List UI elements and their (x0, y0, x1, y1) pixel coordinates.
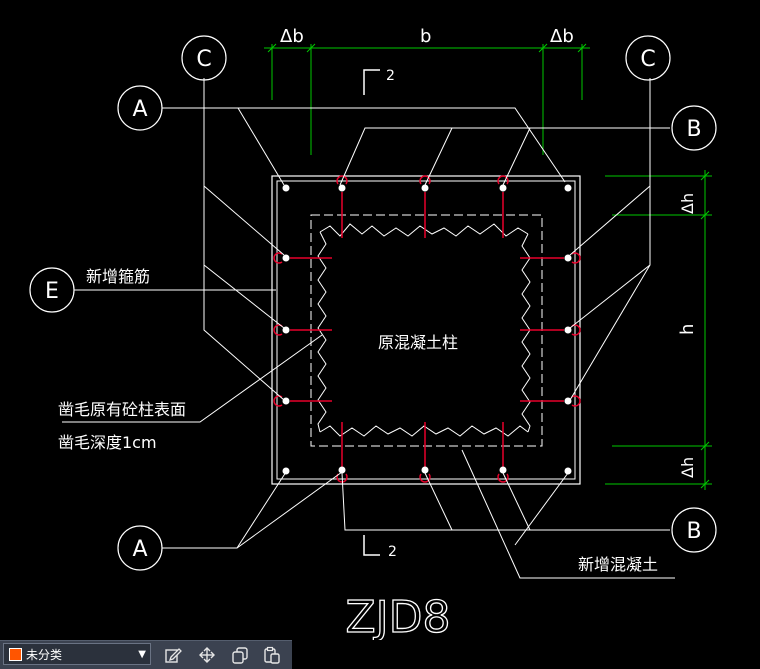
callout-a-top: A (117, 85, 163, 131)
corner-rebars (282, 184, 572, 475)
dim-b: b (420, 26, 431, 47)
top-dimension (264, 43, 590, 155)
left-rebars (273, 252, 332, 407)
bottom-toolbar: 未分类 ▼ (0, 640, 292, 669)
roughened-surface-bottom (319, 425, 529, 437)
dim-delta-b-left: Δb (280, 26, 304, 47)
section-mark-top (363, 69, 380, 95)
layer-dropdown[interactable]: 未分类 ▼ (3, 643, 151, 665)
layer-name: 未分类 (26, 647, 63, 662)
dim-delta-h-bottom: Δh (678, 457, 697, 478)
right-rebars (520, 252, 581, 407)
dim-h: h (677, 324, 698, 335)
paste-button[interactable] (261, 645, 283, 665)
roughened-surface-right (521, 233, 531, 433)
bottom-rebars (336, 422, 509, 483)
label-roughen-surface: 凿毛原有砼柱表面 (58, 400, 186, 419)
svg-text:C: C (640, 47, 655, 72)
dim-delta-h-top: Δh (678, 193, 697, 214)
callout-c-left: C (181, 35, 227, 81)
label-roughen-depth: 凿毛深度1cm (58, 433, 157, 452)
edit-icon (165, 648, 182, 663)
copy-button[interactable] (229, 645, 251, 665)
move-icon (199, 647, 215, 663)
callout-e: E (29, 267, 75, 313)
layer-color-swatch (9, 647, 22, 661)
svg-text:C: C (196, 47, 211, 72)
drawing-title: ZJD8 (346, 592, 451, 640)
new-concrete-inner-line (276, 180, 576, 480)
section-mark-bottom-number: 2 (388, 544, 397, 560)
label-original-column: 原混凝土柱 (378, 333, 458, 352)
label-new-concrete: 新增混凝土 (578, 555, 658, 574)
edit-button[interactable] (162, 645, 184, 665)
right-dimension (605, 170, 712, 490)
svg-text:B: B (686, 519, 701, 544)
callout-b-bottom: B (671, 507, 717, 553)
label-new-stirrup: 新增箍筋 (86, 267, 150, 286)
callout-c-right: C (625, 35, 671, 81)
dim-delta-b-right: Δb (550, 26, 574, 47)
roughened-surface-left (317, 231, 327, 433)
svg-text:B: B (686, 117, 701, 142)
original-column-dashed-outline (310, 214, 543, 447)
copy-icon (232, 647, 248, 664)
callout-b-top: B (671, 105, 717, 151)
section-mark-bottom (363, 535, 380, 556)
callout-a-bottom: A (117, 525, 163, 571)
leader-lines (62, 78, 675, 579)
roughened-surface-top (319, 223, 529, 237)
move-button[interactable] (196, 645, 218, 665)
svg-text:E: E (45, 279, 59, 304)
cad-drawing-canvas[interactable]: Δb b Δb Δh h Δh 2 2 (0, 0, 760, 640)
chevron-down-icon: ▼ (138, 648, 146, 660)
top-rebars (336, 175, 509, 238)
section-mark-top-number: 2 (386, 68, 395, 84)
paste-icon (264, 646, 280, 664)
svg-text:A: A (132, 537, 147, 562)
svg-text:A: A (132, 97, 147, 122)
